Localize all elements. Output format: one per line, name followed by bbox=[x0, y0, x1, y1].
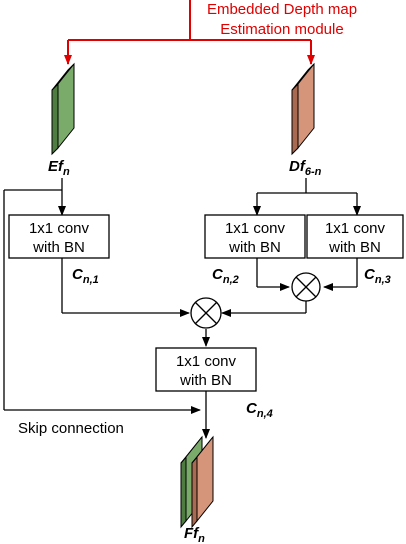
svg-text:with BN: with BN bbox=[228, 239, 281, 256]
svg-text:with BN: with BN bbox=[328, 239, 381, 256]
connections bbox=[3, 178, 361, 439]
df-feature-map bbox=[291, 62, 315, 156]
ef-feature-map bbox=[51, 62, 75, 156]
conv-block-2: 1x1 conv with BN bbox=[204, 214, 306, 259]
ff-feature-map bbox=[180, 435, 214, 529]
multiply-node-right bbox=[291, 272, 321, 302]
svg-text:1x1 conv: 1x1 conv bbox=[29, 220, 90, 237]
svg-text:1x1 conv: 1x1 conv bbox=[225, 220, 286, 237]
df-label: Df6-n bbox=[289, 158, 322, 178]
conv-block-1: 1x1 conv with BN bbox=[8, 214, 110, 259]
module-title-line2: Estimation module bbox=[220, 21, 343, 38]
conv-block-3-label: Cn,3 bbox=[364, 266, 391, 286]
ff-label: Ffn bbox=[184, 525, 205, 544]
svg-text:1x1 conv: 1x1 conv bbox=[176, 353, 237, 370]
skip-connection-label: Skip connection bbox=[18, 420, 124, 437]
conv-block-4: 1x1 conv with BN bbox=[155, 347, 257, 392]
module-arrows bbox=[64, 0, 315, 65]
multiply-node-center bbox=[190, 297, 222, 329]
conv-block-2-label: Cn,2 bbox=[212, 266, 239, 286]
conv-block-4-label: Cn,4 bbox=[246, 400, 273, 420]
conv-block-3: 1x1 conv with BN bbox=[306, 214, 404, 259]
svg-text:with BN: with BN bbox=[179, 372, 232, 389]
conv-block-1-label: Cn,1 bbox=[72, 266, 99, 286]
svg-text:1x1 conv: 1x1 conv bbox=[325, 220, 386, 237]
svg-text:with BN: with BN bbox=[32, 239, 85, 256]
ef-label: Efn bbox=[48, 158, 70, 178]
module-title-line1: Embedded Depth map bbox=[207, 1, 357, 18]
